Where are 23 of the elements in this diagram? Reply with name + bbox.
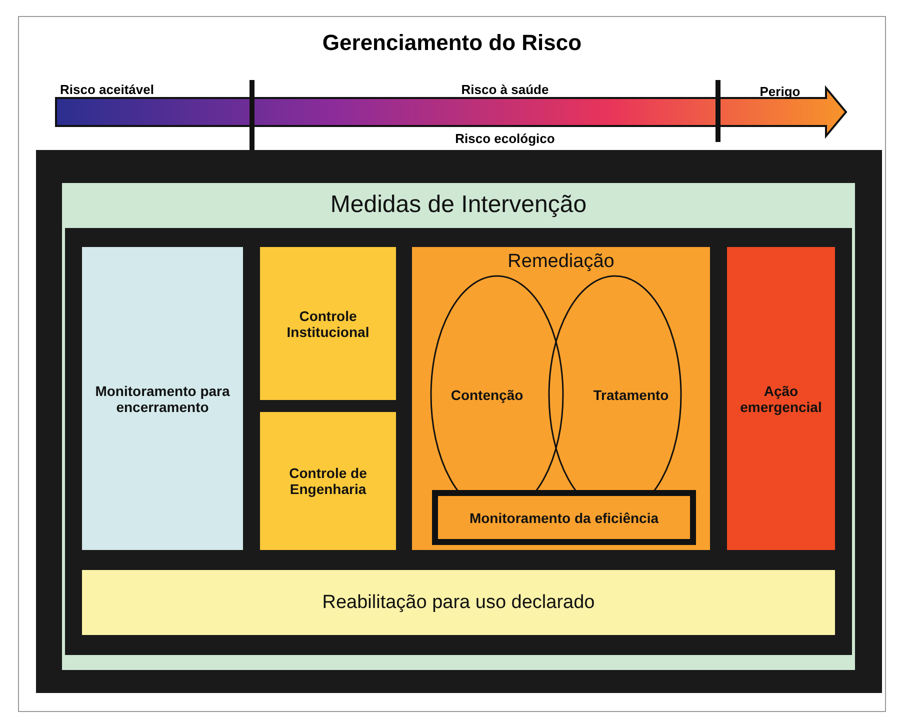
heading-text: Remediação [508,251,614,273]
category-box [260,247,396,400]
heading-text: Medidas de Intervenção [330,191,587,219]
scale-label: Perigo [758,84,802,99]
category-box [82,247,243,550]
scale-label: Risco à saúde [460,82,550,97]
box-text: Reabilitação para uso declarado [322,592,595,614]
label-box [432,490,696,545]
category-box [727,247,835,550]
title: Gerenciamento do Risco [321,30,583,56]
box-text: Ação emergencial [739,382,823,414]
box-text: Monitoramento para encerramento [94,382,231,414]
box-text: Tratamento [593,387,669,403]
box-text: Controle Institucional [286,308,370,340]
category-box [412,247,710,550]
section-panel [62,183,855,670]
scale-label: Risco ecológico [454,131,556,146]
banner-box [82,570,835,635]
box-text: Contenção [450,387,524,403]
box-text: Controle de Engenharia [288,465,368,497]
box-text: Monitoramento da eficiência [468,510,660,526]
scale-label: Risco aceitável [60,82,154,97]
category-box [260,412,396,550]
